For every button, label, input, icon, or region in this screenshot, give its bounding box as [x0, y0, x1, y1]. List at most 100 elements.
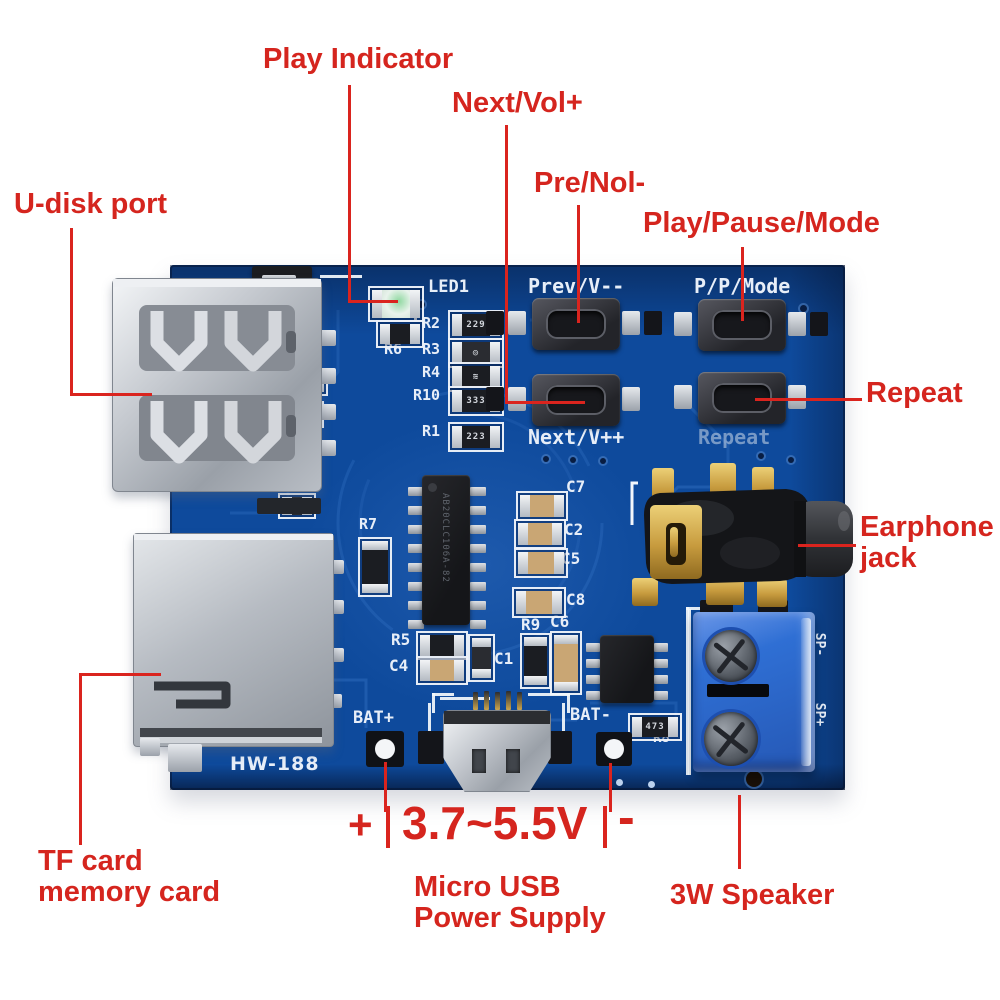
callout-line-earphone — [798, 544, 856, 547]
micro-usb-port — [443, 710, 551, 792]
callout-line-tf-card — [79, 673, 161, 676]
button-pad — [508, 387, 526, 411]
silk-r9: R9 — [521, 615, 541, 634]
callout-line-repeat — [755, 398, 862, 401]
callout-line-u-disk — [70, 393, 152, 396]
callout-line-next-vol — [505, 125, 508, 404]
voltage-minus-sign: - — [618, 789, 635, 845]
silk-c7: C7 — [566, 477, 586, 496]
silk-bat-minus: BAT- — [570, 705, 611, 725]
silk-c1: C1 — [494, 649, 514, 668]
bat-minus-pad — [596, 732, 632, 766]
via — [788, 457, 794, 463]
bat-plus-pad — [366, 731, 404, 767]
capacitor-c2 — [514, 519, 566, 549]
resistor-r9 — [520, 633, 551, 689]
usb-solder-tab — [318, 368, 336, 384]
callout-pre-nol: Pre/Nol- — [534, 167, 646, 199]
silk-repeat-button-label: Repeat — [698, 425, 771, 449]
button-pad-dark — [486, 311, 504, 335]
resistor-r8: 473 — [628, 713, 682, 741]
button-pad-dark — [644, 311, 662, 335]
silk-prev-button-label: Prev/V-- — [528, 274, 624, 298]
silk-r5: R5 — [391, 630, 411, 649]
button-pad-dark — [486, 387, 504, 411]
silk-r3: R3 — [422, 340, 441, 358]
silk-line — [686, 607, 689, 775]
voltage-range: 3.7~5.5V — [402, 797, 588, 849]
next-volume-up-button — [532, 374, 620, 426]
repeat-button — [698, 372, 786, 424]
callout-tf-line1: TF card — [38, 845, 143, 877]
silk-c2: C2 — [564, 520, 584, 539]
callout-micro-usb-line2: Power Supply — [414, 902, 606, 934]
callout-earphone-line2: jack — [860, 542, 917, 574]
silk-line — [320, 275, 362, 278]
prev-volume-down-button — [532, 298, 620, 350]
callout-repeat: Repeat — [866, 377, 963, 409]
callout-u-disk-port: U-disk port — [14, 188, 168, 220]
callout-tf-line2: memory card — [38, 876, 221, 908]
callout-earphone-line1: Earphone — [860, 511, 994, 543]
silk-line — [686, 607, 702, 610]
capacitor-c4 — [416, 656, 468, 685]
mount-hole — [746, 771, 762, 787]
usb-solder-tab — [318, 330, 336, 346]
button-pad — [674, 385, 692, 409]
speaker-terminal — [693, 612, 815, 772]
silk-line — [567, 693, 570, 713]
silk-line — [688, 609, 691, 775]
callout-line-tf-card — [79, 675, 82, 845]
button-pad — [788, 312, 806, 336]
resistor-r7 — [358, 537, 392, 597]
callout-3w-speaker: 3W Speaker — [670, 879, 835, 911]
button-pad-dark — [810, 312, 828, 336]
silk-c5: C5 — [561, 549, 581, 568]
button-pad — [674, 312, 692, 336]
callout-line-speaker — [738, 795, 741, 869]
silk-c8: C8 — [566, 590, 586, 609]
silk-r7: R7 — [359, 515, 378, 533]
usb-solder-tab — [318, 404, 336, 420]
usb-a-port — [112, 278, 322, 492]
callout-line-bat-plus — [384, 762, 387, 812]
via — [698, 541, 704, 547]
callout-line-play-pause-mode — [741, 247, 744, 321]
pad-dot — [648, 781, 655, 788]
resistor-r6 — [376, 320, 424, 348]
silk-line — [440, 697, 490, 700]
resistor-r1: 223 — [448, 422, 504, 452]
earphone-jack-component — [630, 463, 853, 607]
callout-play-pause-mode: Play/Pause/Mode — [643, 207, 880, 239]
button-pad — [788, 385, 806, 409]
play-pause-mode-button — [698, 299, 786, 351]
play-led — [368, 286, 424, 322]
via — [543, 456, 549, 462]
callout-line-pre-nol — [577, 205, 580, 323]
silk-r2: R2 — [422, 314, 441, 332]
via — [570, 457, 576, 463]
callout-line-bat-minus — [609, 763, 612, 812]
silk-line — [562, 703, 565, 747]
callout-play-indicator: Play Indicator — [263, 43, 454, 75]
silk-r10: R10 — [413, 386, 441, 404]
usb-solder-tab — [318, 440, 336, 456]
silk-line — [428, 703, 431, 747]
tf-foot-tab — [168, 744, 202, 772]
silk-bat-plus: BAT+ — [353, 708, 394, 728]
button-pad — [622, 387, 640, 411]
silk-r1: R1 — [422, 422, 441, 440]
voltage-plus-sign: + — [348, 801, 373, 848]
button-pad — [508, 311, 526, 335]
tf-card-slot — [133, 533, 334, 747]
usb-flank-pad — [548, 731, 572, 764]
silk-line — [432, 693, 435, 713]
capacitor-c1 — [468, 634, 495, 682]
silk-c4: C4 — [389, 656, 409, 675]
callout-line-next-vol — [505, 401, 585, 404]
silk-model: HW-188 — [230, 753, 320, 775]
callout-micro-usb-line1: Micro USB — [414, 871, 561, 903]
